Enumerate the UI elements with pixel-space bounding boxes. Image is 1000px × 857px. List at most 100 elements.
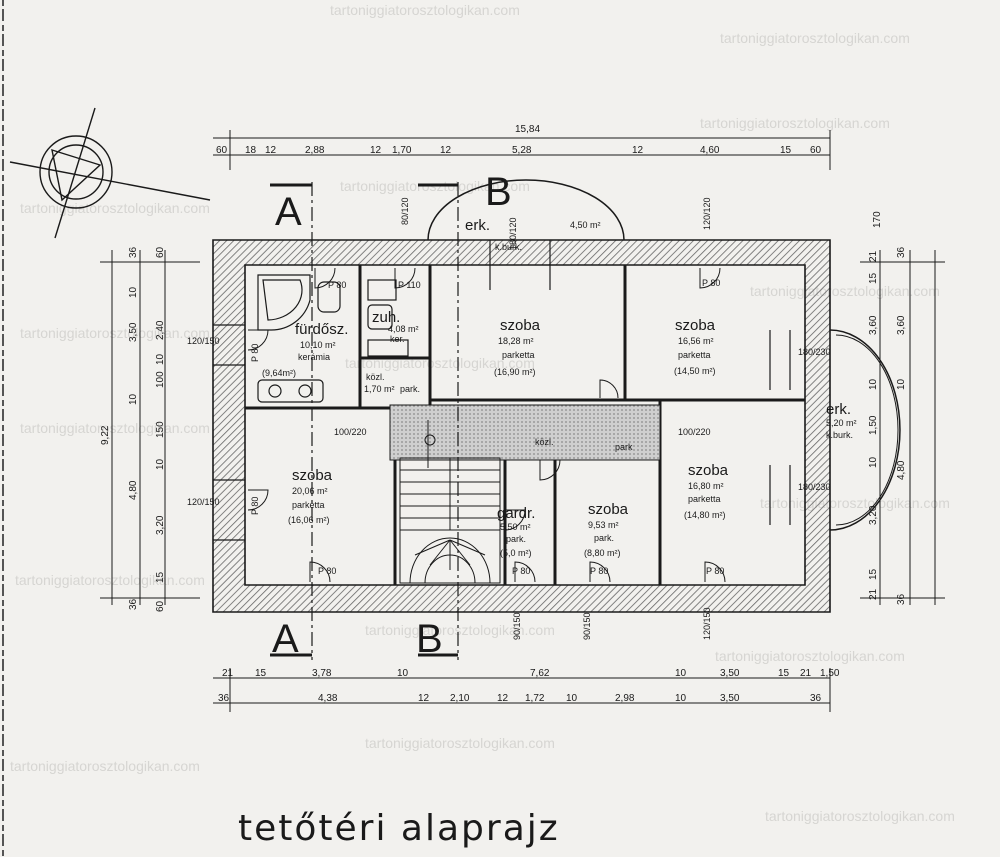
watermark-2: tartoniggiatorosztologikan.com <box>720 30 910 46</box>
dim-top-10: 4,60 <box>700 145 720 156</box>
watermark-14: tartoniggiatorosztologikan.com <box>365 735 555 751</box>
room-erk-right-floor: k.burk. <box>826 430 853 440</box>
dim-top-8: 5,28 <box>512 145 532 156</box>
window-label-8: 90/150 <box>512 612 522 640</box>
dim-left-12: 3,20 <box>155 515 166 535</box>
window-label-3: 180/230 <box>798 347 831 357</box>
dim-bottom2-3: 12 <box>418 693 430 704</box>
room-szoba-br-area: 16,80 m² <box>688 481 724 491</box>
room-furdo-floor: kerámia <box>298 352 330 362</box>
dim-bottom1-7: 3,50 <box>720 668 740 679</box>
dim-bottom2-10: 3,50 <box>720 693 740 704</box>
watermark-5: tartoniggiatorosztologikan.com <box>20 200 210 216</box>
dim-left-total: 9,22 <box>100 425 111 445</box>
room-gardrob-extra: (5,0 m²) <box>500 548 532 558</box>
dim-bottom2-8: 2,98 <box>615 693 635 704</box>
dim-right-2: 36 <box>896 246 907 258</box>
room-szoba-mid-floor: park. <box>594 533 614 543</box>
dim-top-1: 60 <box>216 145 228 156</box>
page-title: tetőtéri alaprajz <box>238 808 560 849</box>
dim-right-9: 1,50 <box>868 415 879 435</box>
room-zuh-area: 4,08 m² <box>388 324 419 334</box>
dim-bottom1-8: 15 <box>778 668 790 679</box>
room-szoba-tr-extra: (14,50 m²) <box>674 366 716 376</box>
room-szoba-top-floor: parketta <box>502 350 535 360</box>
dim-right-5: 3,60 <box>868 315 879 335</box>
corridor-tiles <box>389 404 661 461</box>
dim-bottom2-6: 1,72 <box>525 693 545 704</box>
right-balcony-inner <box>835 334 899 526</box>
room-zuh-name: zuh. <box>372 309 400 326</box>
room-kozl-small-floor: park. <box>400 384 420 394</box>
door-label-7: P 80 <box>590 566 608 576</box>
dim-left-15: 60 <box>155 600 166 612</box>
section-cut-lines <box>311 182 459 660</box>
watermark-9: tartoniggiatorosztologikan.com <box>20 420 210 436</box>
window-label-2: 120/150 <box>187 497 220 507</box>
door-label-2: P 80 <box>702 278 720 288</box>
dim-bottom2-11: 36 <box>810 693 822 704</box>
window-label-12: 120/120 <box>702 197 712 230</box>
dim-bottom1-1: 21 <box>222 668 234 679</box>
window-label-10: 80/120 <box>400 197 410 225</box>
staircase <box>399 420 501 584</box>
dim-bottom2-7: 10 <box>566 693 578 704</box>
room-gardrob-name: gardr. <box>497 505 535 522</box>
room-szoba-top-area: 18,28 m² <box>498 336 534 346</box>
dim-left-2: 60 <box>155 246 166 258</box>
dim-bottom1-3: 3,78 <box>312 668 332 679</box>
dim-bottom1-9: 21 <box>800 668 812 679</box>
dim-top-12: 60 <box>810 145 822 156</box>
dim-bottom1-2: 15 <box>255 668 267 679</box>
left-dimension-lines <box>100 250 200 605</box>
section-label-b-bottom: B <box>416 617 443 661</box>
dim-top-5: 12 <box>370 145 382 156</box>
room-szoba-left-name: szoba <box>292 467 333 484</box>
dim-bottom1-5: 7,62 <box>530 668 550 679</box>
room-gardrob-area: 5,50 m² <box>500 522 531 532</box>
room-zuh-floor: ker. <box>390 334 405 344</box>
window-label-4: 180/230 <box>798 482 831 492</box>
room-szoba-br-name: szoba <box>688 462 729 479</box>
dim-left-5: 3,50 <box>128 322 139 342</box>
door-label-6: P 80 <box>512 566 530 576</box>
dim-bottom2-1: 36 <box>218 693 230 704</box>
room-szoba-tr-name: szoba <box>675 317 716 334</box>
room-kozl-small-name: közl. <box>366 372 385 382</box>
dim-right-7: 10 <box>868 378 879 390</box>
dim-right-3: 21 <box>868 250 879 262</box>
dim-top-7: 12 <box>440 145 452 156</box>
dim-left-8: 10 <box>128 393 139 405</box>
dim-right-10: 10 <box>868 456 879 468</box>
top-balcony-outline <box>427 179 625 241</box>
room-szoba-tr-area: 16,56 m² <box>678 336 714 346</box>
dim-top-3: 12 <box>265 145 277 156</box>
dim-bottom1-6: 10 <box>675 668 687 679</box>
dim-left-11: 4,80 <box>128 480 139 500</box>
dim-left-6: 10 <box>155 353 166 365</box>
room-erk-right-area: 5,20 m² <box>826 418 857 428</box>
watermark-15: tartoniggiatorosztologikan.com <box>10 758 200 774</box>
dim-left-14: 36 <box>128 598 139 610</box>
room-szoba-br-extra: (14,80 m²) <box>684 510 726 520</box>
section-markers <box>270 183 458 657</box>
bathroom-fixtures <box>257 274 409 403</box>
window-label-1: 120/150 <box>187 336 220 346</box>
watermark-1: tartoniggiatorosztologikan.com <box>330 2 520 18</box>
dim-left-9: 150 <box>155 421 166 438</box>
dim-right-14: 21 <box>868 588 879 600</box>
room-szoba-br-floor: parketta <box>688 494 721 504</box>
windows <box>213 240 791 541</box>
room-gardrob-floor: park. <box>506 534 526 544</box>
window-label-11: 180/120 <box>508 217 518 250</box>
door-label-1: P 80 <box>328 280 346 290</box>
dim-bottom2-5: 12 <box>497 693 509 704</box>
door-label-4: P 80 <box>250 497 260 515</box>
room-kozl-small-area: 1,70 m² <box>364 384 395 394</box>
room-szoba-mid-extra: (8,80 m²) <box>584 548 621 558</box>
dim-top-2: 18 <box>245 145 257 156</box>
dim-top-total: 15,84 <box>515 124 540 135</box>
dim-right-1: 170 <box>872 211 883 228</box>
section-label-a-bottom: A <box>272 617 299 661</box>
